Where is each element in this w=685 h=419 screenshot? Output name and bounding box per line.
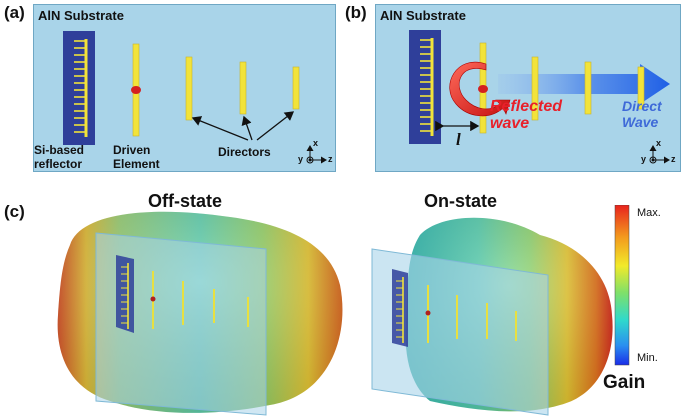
director-2 (239, 61, 247, 115)
director-3 (292, 66, 300, 110)
axis-b-z: z (671, 154, 676, 164)
colorbar-max: Max. (637, 207, 661, 219)
panel-c-label: (c) (4, 202, 25, 221)
axis-b-x: x (656, 138, 662, 148)
colorbar (614, 205, 630, 366)
director-b2 (584, 61, 592, 115)
director-1 (185, 56, 193, 121)
axis-a-y: y (298, 154, 304, 164)
reflector-b-comb (420, 39, 432, 132)
reflector-label: Si-based reflector (34, 143, 85, 171)
reflector-comb (74, 40, 86, 133)
panel-a-drawing (63, 31, 327, 164)
axis-glyph-b (649, 145, 670, 164)
colorbar-min: Min. (637, 352, 658, 364)
directors-label: Directors (218, 145, 271, 159)
on-state-lobe (371, 217, 613, 416)
off-state-lobe (57, 211, 343, 416)
panel-a-substrate-label: AlN Substrate (38, 8, 124, 23)
director-b3 (637, 66, 645, 110)
reflected-wave-label: Reflected wave (490, 98, 563, 132)
direct-wave-label: Direct Wave (622, 98, 662, 130)
panel-b-substrate-label: AlN Substrate (380, 8, 466, 23)
axis-glyph-a (306, 145, 327, 164)
panel-b-drawing (409, 30, 670, 164)
director-arrows (191, 111, 295, 141)
feed-point-b (478, 85, 488, 93)
axis-b-y: y (641, 154, 647, 164)
axis-a-z: z (328, 154, 333, 164)
reflected-wave-arrow (449, 61, 511, 117)
on-state-title: On-state (424, 191, 498, 211)
radiation-patterns (57, 205, 630, 416)
axis-a-x: x (313, 138, 319, 148)
panel-b-label: (b) (345, 3, 367, 22)
colorbar-title: Gain (603, 372, 646, 393)
length-symbol: l (456, 130, 461, 149)
feed-point (131, 86, 141, 94)
off-state-title: Off-state (148, 191, 223, 211)
reflector (63, 31, 95, 145)
direct-wave-arrow (498, 64, 670, 104)
driven-element-label: Driven Element (113, 143, 160, 171)
panel-a-label: (a) (4, 3, 25, 22)
director-b1 (531, 56, 539, 121)
